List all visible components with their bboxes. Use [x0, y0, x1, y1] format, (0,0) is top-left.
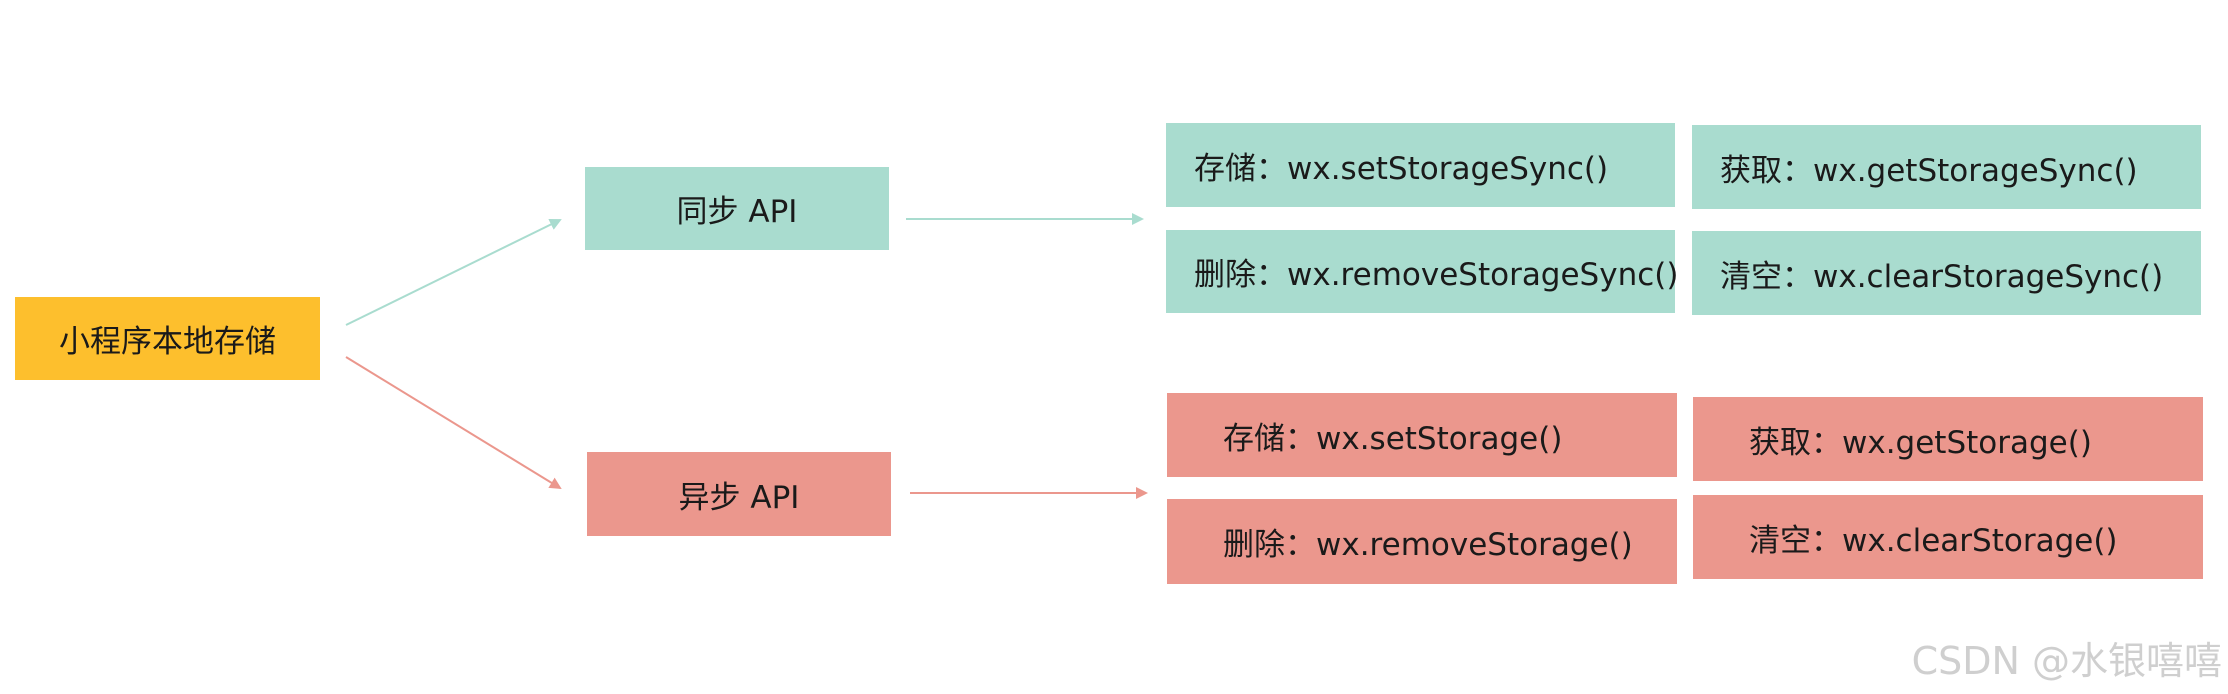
sync-api-node: 同步 API: [585, 167, 889, 250]
async-api-node: 异步 API: [587, 452, 891, 536]
sync-set-method-label: 存储：wx.setStorageSync(): [1194, 150, 1609, 187]
async-clear-method-label: 清空：wx.clearStorage(): [1749, 522, 2118, 559]
root-node: 小程序本地存储: [15, 297, 320, 380]
sync-get-method-label: 获取：wx.getStorageSync(): [1720, 152, 2138, 189]
async-set-method-label: 存储：wx.setStorage(): [1223, 420, 1563, 457]
sync-clear-method-box: 清空：wx.clearStorageSync(): [1692, 231, 2201, 315]
sync-set-method-box: 存储：wx.setStorageSync(): [1166, 123, 1675, 207]
sync-clear-method-label: 清空：wx.clearStorageSync(): [1720, 258, 2164, 295]
root-to-async-arrow: [345, 356, 562, 490]
sync-api-label: 同步 API: [676, 194, 798, 230]
async-get-method-label: 获取：wx.getStorage(): [1749, 424, 2092, 461]
async-remove-method-label: 删除：wx.removeStorage(): [1223, 527, 1633, 563]
async-set-method-box: 存储：wx.setStorage(): [1167, 393, 1677, 477]
async-clear-method-box: 清空：wx.clearStorage(): [1693, 495, 2203, 579]
async-api-label: 异步 API: [678, 479, 800, 516]
async-get-method-box: 获取：wx.getStorage(): [1693, 397, 2203, 481]
sync-get-method-box: 获取：wx.getStorageSync(): [1692, 125, 2201, 209]
csdn-watermark: CSDN @水银嘻嘻: [1911, 639, 2222, 683]
root-to-sync-arrow: [345, 219, 562, 326]
root-node-label: 小程序本地存储: [59, 324, 276, 360]
sync-remove-method-label: 删除：wx.removeStorageSync(): [1194, 257, 1679, 293]
async-remove-method-box: 删除：wx.removeStorage(): [1167, 499, 1677, 584]
sync-remove-method-box: 删除：wx.removeStorageSync(): [1166, 230, 1679, 313]
